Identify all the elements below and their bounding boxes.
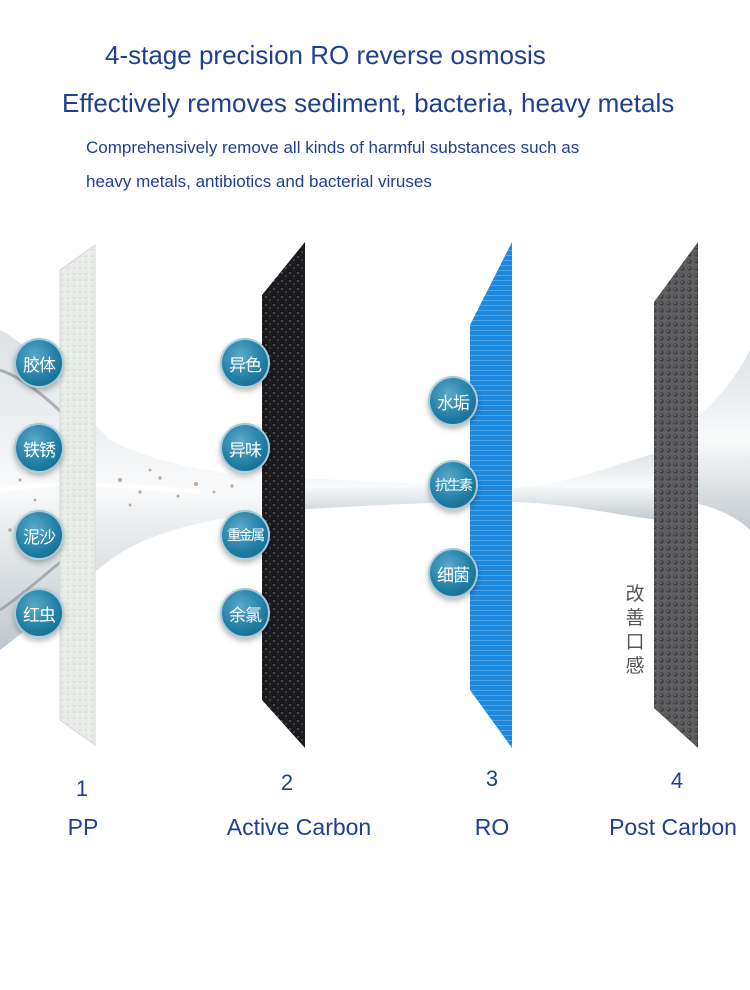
water-stream: [290, 452, 660, 520]
taste-improvement-note: 改善口感: [625, 583, 645, 677]
tag-rust: 铁锈: [14, 423, 64, 473]
tag-colloid: 胶体: [14, 338, 64, 388]
filter-illustration: [0, 242, 750, 748]
tag-odd-color: 异色: [220, 338, 270, 388]
pp-filter-layer: [59, 244, 96, 746]
stage-2-number: 2: [280, 770, 294, 795]
stage-4-label: Post Carbon: [609, 814, 737, 840]
stage-1-label: PP: [67, 814, 99, 840]
stage-1-number: 1: [75, 776, 89, 801]
tag-residual-chlorine: 余氯: [220, 588, 270, 638]
tag-bacteria: 细菌: [428, 548, 478, 598]
tag-odor: 异味: [220, 423, 270, 473]
tag-scale: 水垢: [428, 376, 478, 426]
post-carbon-filter-layer: [654, 242, 698, 748]
stage-3-number: 3: [485, 766, 499, 791]
tag-heavy-metals: 重金属: [220, 510, 270, 560]
tag-antibiotics: 抗生素: [428, 460, 478, 510]
active-carbon-filter-layer: [262, 242, 305, 748]
description-line-2: heavy metals, antibiotics and bacterial …: [86, 172, 432, 191]
headline: 4-stage precision RO reverse osmosis: [105, 40, 546, 70]
subheadline: Effectively removes sediment, bacteria, …: [62, 88, 675, 118]
ro-membrane-layer: [470, 242, 512, 748]
stage-2-label: Active Carbon: [226, 814, 372, 840]
tag-red-worm: 红虫: [14, 588, 64, 638]
description-line-1: Comprehensively remove all kinds of harm…: [86, 138, 580, 157]
tag-sediment: 泥沙: [14, 510, 64, 560]
stage-4-number: 4: [670, 768, 684, 793]
stage-3-label: RO: [474, 814, 510, 840]
